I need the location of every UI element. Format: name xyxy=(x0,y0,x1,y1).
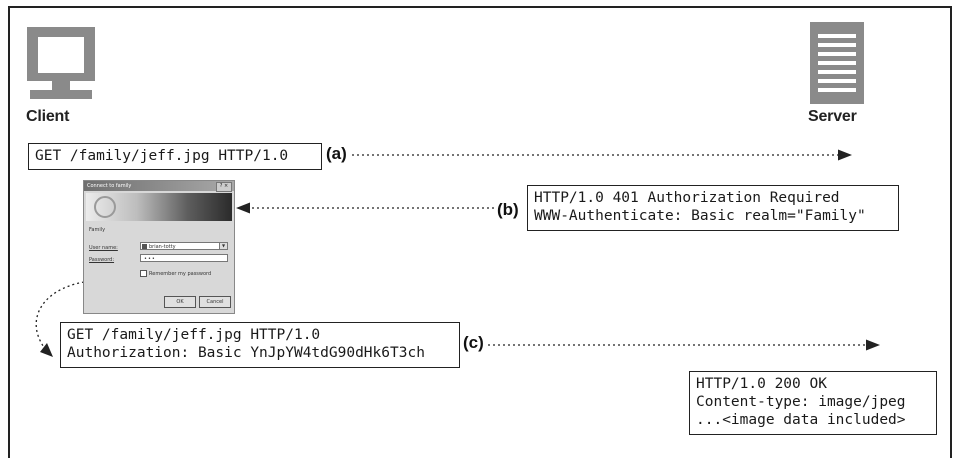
request-c-line-2: Authorization: Basic YnJpYW4tdG90dHk6T3c… xyxy=(67,345,425,361)
user-icon xyxy=(142,244,147,249)
request-a-line-1: GET /family/jeff.jpg HTTP/1.0 xyxy=(35,148,289,164)
server-label: Server xyxy=(808,108,857,125)
password-label: Password: xyxy=(89,257,115,263)
step-c-label: (c) xyxy=(463,333,484,352)
user-name-value: brian-totty xyxy=(149,244,176,250)
password-field[interactable]: ••• xyxy=(140,254,228,262)
chevron-down-icon[interactable]: ▼ xyxy=(219,243,227,249)
arrow-b xyxy=(236,202,494,214)
step-b-label: (b) xyxy=(497,200,519,219)
response-d-line-1: HTTP/1.0 200 OK xyxy=(696,376,827,392)
login-dialog: Connect to family ? × Family User name: … xyxy=(83,180,235,314)
response-b-line-1: HTTP/1.0 401 Authorization Required xyxy=(534,190,840,206)
user-name-field[interactable]: brian-totty ▼ xyxy=(140,242,228,250)
step-a-label: (a) xyxy=(326,144,347,163)
response-d-line-2: Content-type: image/jpeg xyxy=(696,394,906,410)
response-d-line-3: ...<image data included> xyxy=(696,412,906,428)
keys-icon xyxy=(94,196,116,218)
remember-password-checkbox[interactable]: Remember my password xyxy=(140,270,211,277)
client-computer-icon xyxy=(27,27,95,99)
response-b-line-2: WWW-Authenticate: Basic realm="Family" xyxy=(534,208,866,224)
dialog-close-button[interactable]: ? × xyxy=(216,182,232,192)
diagram-frame xyxy=(8,6,952,458)
dialog-realm: Family xyxy=(89,227,106,233)
arrow-a xyxy=(352,149,852,161)
request-c-line-1: GET /family/jeff.jpg HTTP/1.0 xyxy=(67,327,321,343)
ok-button[interactable]: OK xyxy=(164,296,196,308)
arrow-c xyxy=(488,339,880,351)
checkbox-icon xyxy=(140,270,147,277)
remember-password-label: Remember my password xyxy=(149,271,212,277)
server-icon xyxy=(810,22,864,104)
user-name-label: User name: xyxy=(89,245,118,251)
client-label: Client xyxy=(26,108,70,125)
curved-arrow-dialog-to-c xyxy=(35,281,85,357)
dialog-title: Connect to family xyxy=(84,181,234,191)
cancel-button[interactable]: Cancel xyxy=(199,296,231,308)
response-d-box: HTTP/1.0 200 OK Content-type: image/jpeg.… xyxy=(689,371,937,435)
request-a-box: GET /family/jeff.jpg HTTP/1.0 xyxy=(28,143,322,170)
